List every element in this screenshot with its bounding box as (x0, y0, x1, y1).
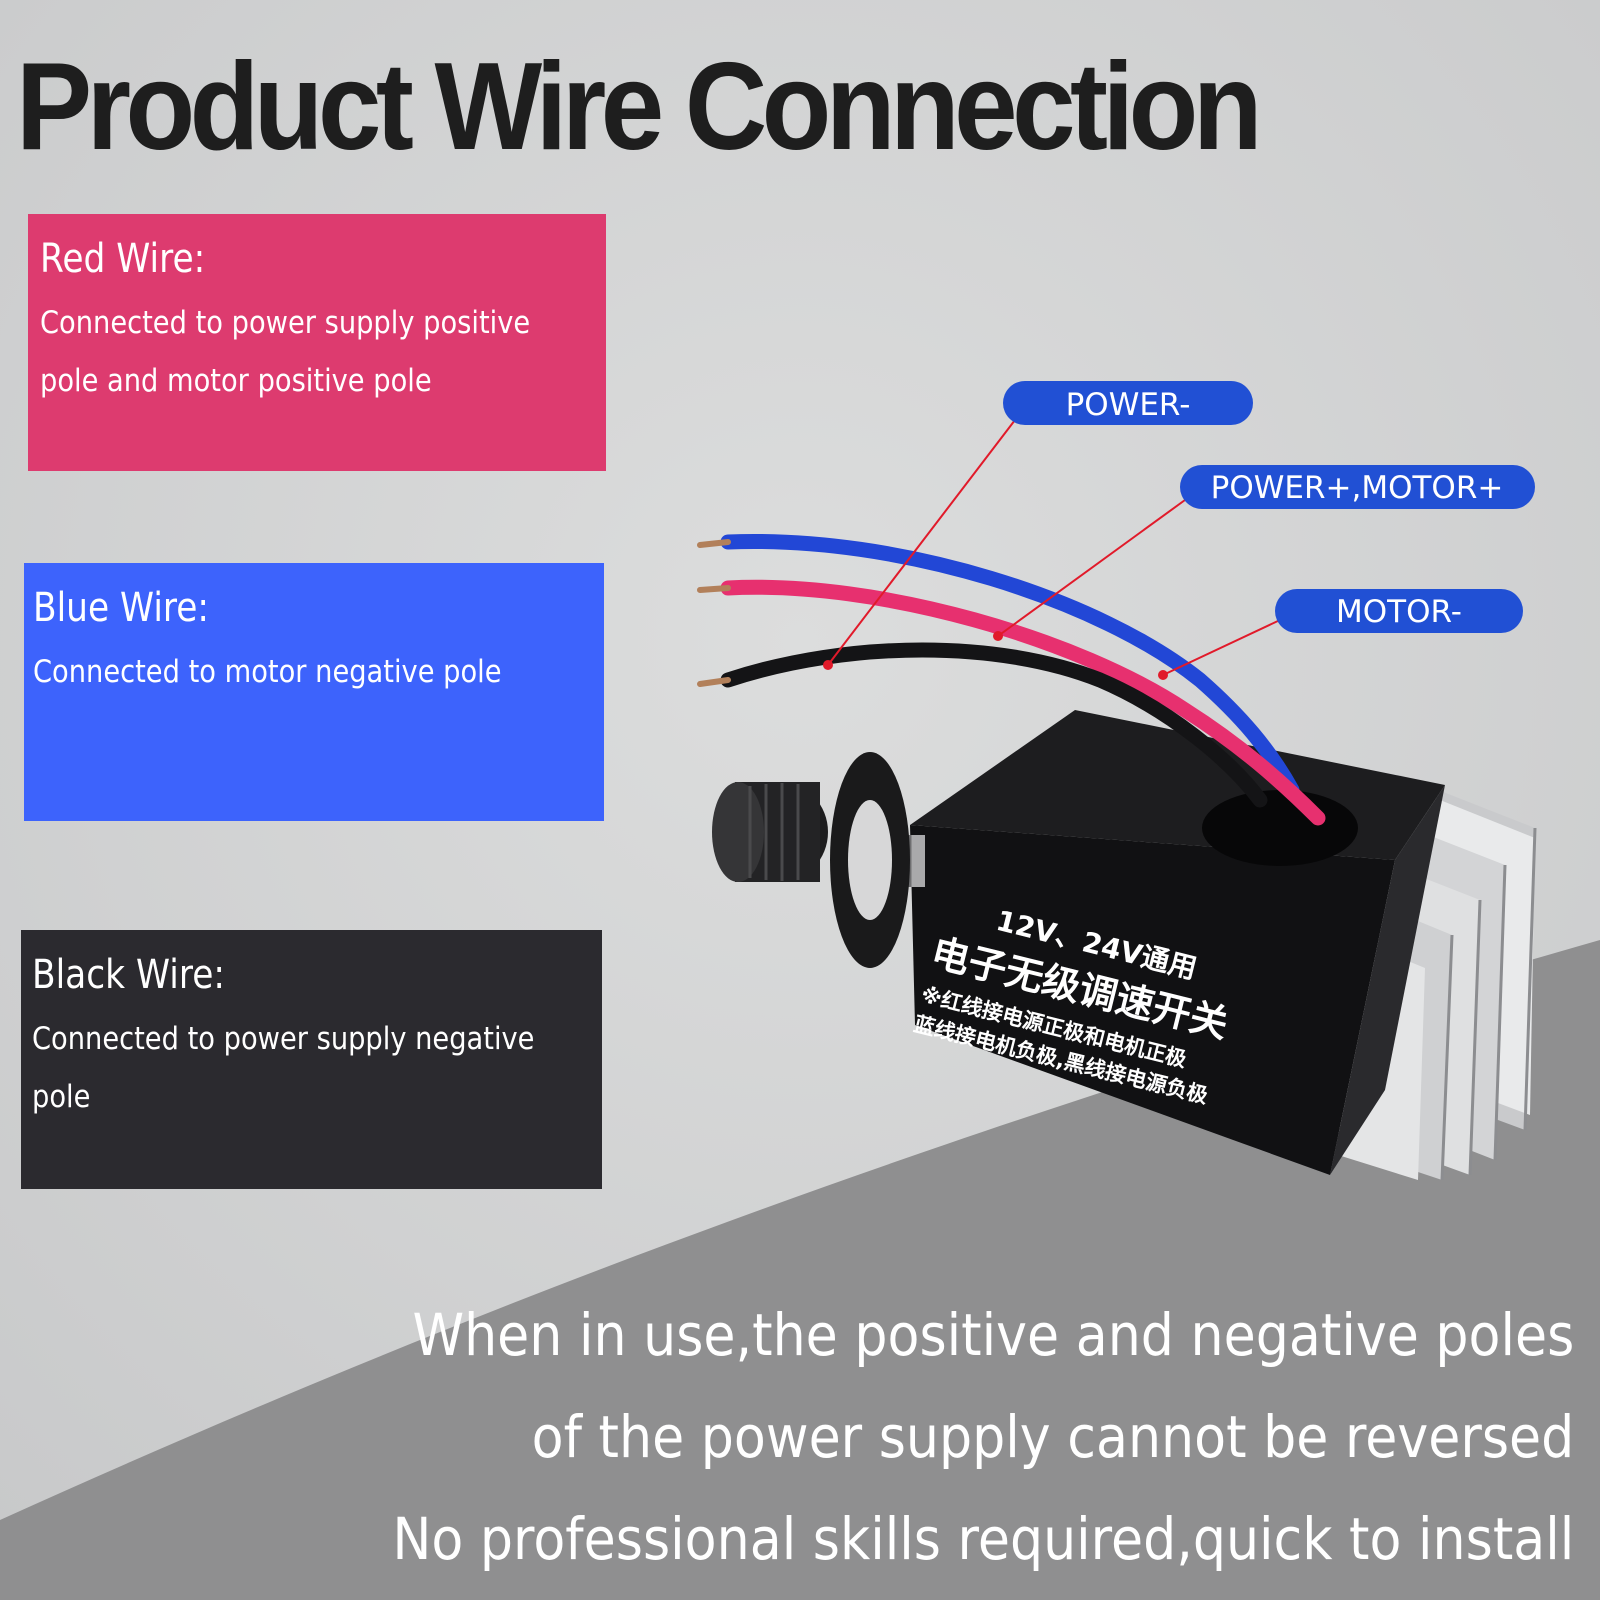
red-wire-heading: Red Wire: (40, 236, 206, 282)
terminal-label-power-neg: POWER- (1003, 381, 1253, 425)
pointer-lines (827, 419, 1281, 676)
red-wire-box: Red Wire: Connected to power supply posi… (28, 214, 606, 471)
power-pos-motor-pos-text: POWER+,MOTOR+ (1211, 470, 1504, 506)
usage-notes: When in use,the positive and negative po… (261, 1284, 1574, 1590)
motor-neg-text: MOTOR- (1336, 594, 1462, 630)
page-title: Product Wire Connection (16, 38, 1263, 176)
black-wire-box: Black Wire: Connected to power supply ne… (21, 930, 602, 1189)
note-line-2: of the power supply cannot be reversed (531, 1403, 1574, 1471)
black-wire-heading: Black Wire: (32, 952, 225, 998)
motor-neg-marker (1158, 670, 1168, 680)
speed-knob[interactable] (712, 752, 925, 968)
controller-case (910, 710, 1445, 1175)
power-neg-text: POWER- (1066, 387, 1191, 423)
terminal-label-motor-neg: MOTOR- (1275, 589, 1523, 633)
wires (697, 533, 1326, 826)
note-line-3: No professional skills required,quick to… (392, 1505, 1574, 1573)
blue-wire-box: Blue Wire: Connected to motor negative p… (24, 563, 604, 821)
red-wire (720, 579, 1326, 826)
blue-wire (720, 533, 1300, 798)
red-wire-description: Connected to power supply positive pole … (40, 305, 531, 399)
power-neg-marker (823, 660, 833, 670)
blue-wire-description: Connected to motor negative pole (33, 654, 502, 690)
note-line-1: When in use,the positive and negative po… (412, 1301, 1575, 1369)
blue-wire-heading: Blue Wire: (33, 585, 210, 631)
terminal-label-power-pos-motor-pos: POWER+,MOTOR+ (1180, 465, 1535, 509)
black-wire (720, 642, 1268, 808)
power-pos-marker (993, 631, 1003, 641)
black-wire-description: Connected to power supply negative pole (32, 1021, 535, 1115)
